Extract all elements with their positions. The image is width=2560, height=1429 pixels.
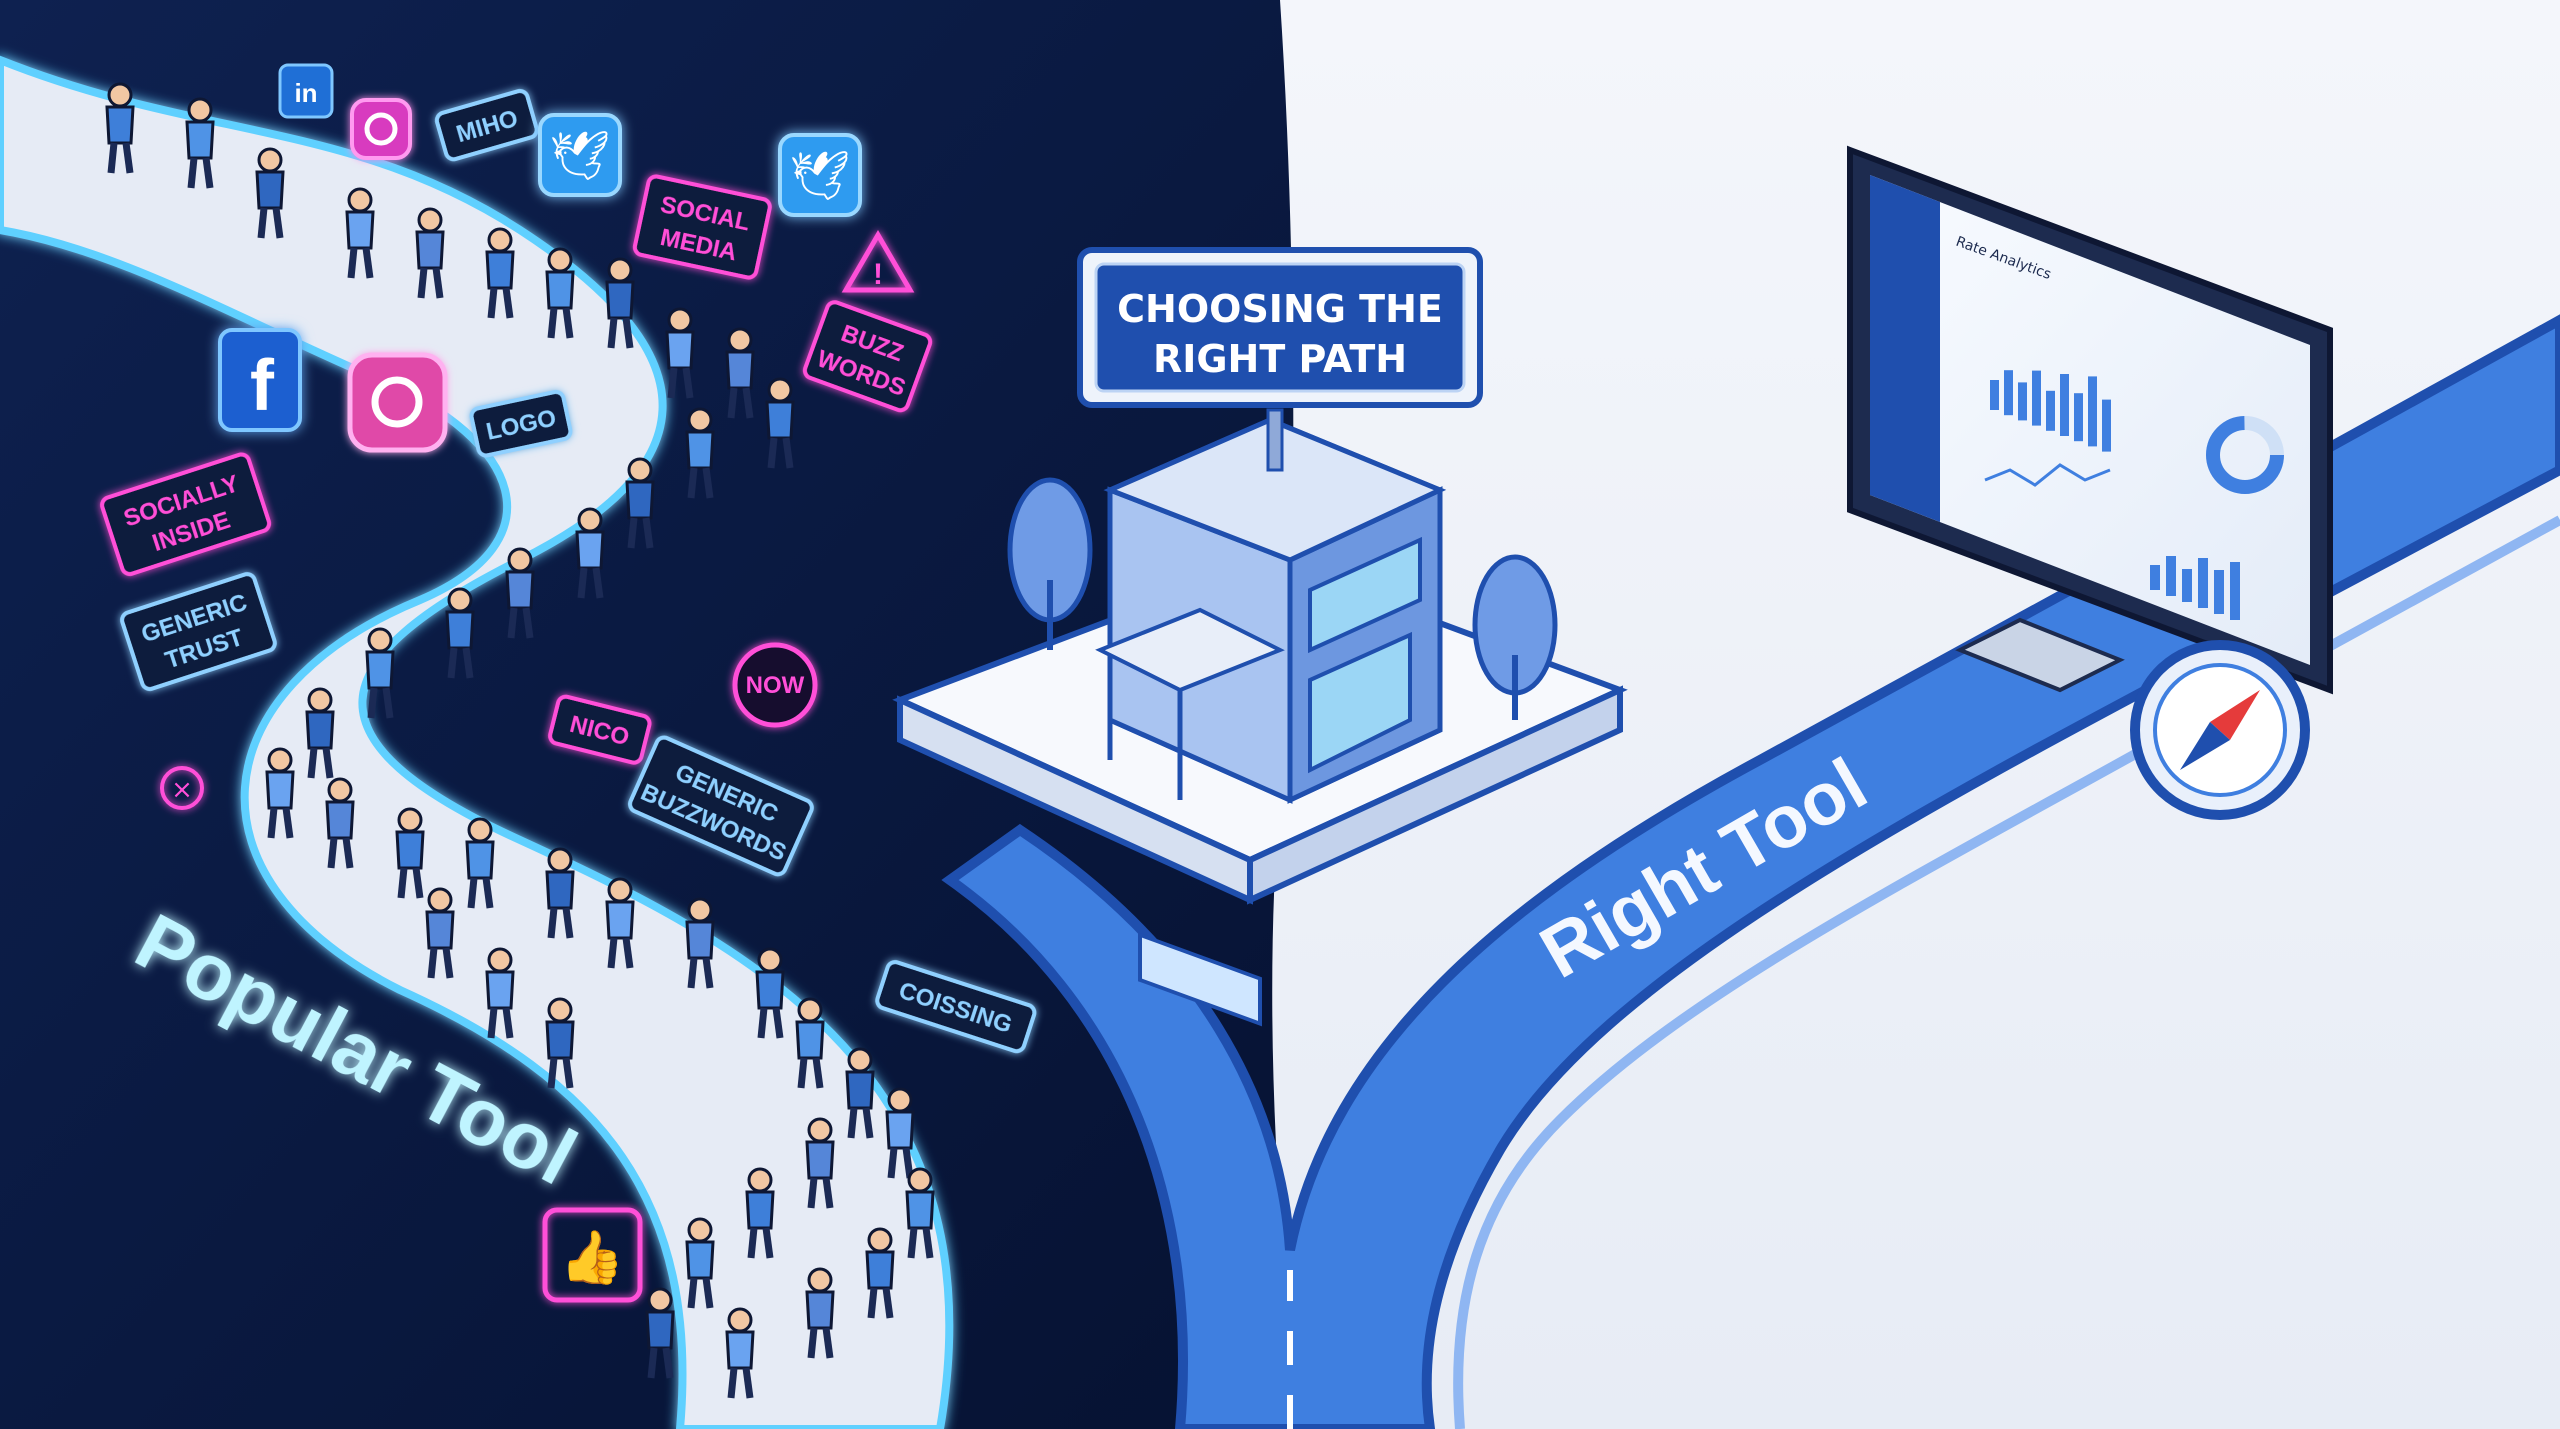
monitor-line-chart	[1984, 463, 2111, 487]
twitter-icon: 🕊	[538, 113, 622, 197]
person	[605, 257, 635, 349]
path-sign: CHOOSING THE RIGHT PATH	[1077, 247, 1483, 408]
compass-icon	[2130, 640, 2310, 820]
monitor-bar	[2214, 570, 2224, 614]
linkedin-icon: in	[278, 63, 334, 119]
monitor-bar	[2102, 399, 2111, 452]
monitor-bar-chart	[1990, 370, 2240, 620]
instagram-icon	[350, 98, 412, 160]
neon-tag: LOGO	[469, 389, 573, 458]
monitor-bar	[2166, 556, 2176, 596]
person	[325, 777, 355, 869]
person	[365, 627, 395, 719]
warning-icon: !	[841, 230, 915, 293]
monitor-bar	[2074, 393, 2083, 442]
person	[485, 227, 515, 319]
analytics-monitor: Rate Analytics	[1847, 145, 2333, 695]
svg-text:in: in	[294, 78, 317, 108]
monitor-bar	[2230, 562, 2240, 620]
instagram-icon-2	[347, 352, 448, 453]
neon-tag-text: NOW	[746, 672, 805, 699]
person	[465, 817, 495, 909]
person	[885, 1087, 915, 1179]
neon-tag: MIHO	[434, 88, 539, 162]
monitor-bar	[2018, 382, 2027, 421]
person	[685, 407, 715, 499]
building-door	[1308, 631, 1412, 774]
svg-text:👍: 👍	[560, 1227, 625, 1288]
neon-tag: NOW	[732, 642, 818, 728]
svg-text:🕊: 🕊	[550, 128, 611, 184]
close-icon: ×	[160, 766, 204, 810]
person	[545, 847, 575, 939]
person	[805, 1267, 835, 1359]
sign-title-line1: CHOOSING THE	[1117, 287, 1443, 331]
person	[905, 1167, 935, 1259]
person	[665, 307, 695, 399]
svg-text:!: !	[873, 258, 883, 291]
person	[745, 1167, 775, 1259]
thumbs-up-icon: 👍	[542, 1207, 643, 1303]
crowd	[105, 82, 935, 1399]
person	[305, 687, 335, 779]
facebook-icon: f	[218, 328, 302, 432]
tree-left	[1007, 477, 1093, 650]
person	[545, 247, 575, 339]
person	[845, 1047, 875, 1139]
svg-text:×: ×	[171, 775, 193, 805]
monitor-bar	[2088, 376, 2097, 447]
monitor-bar	[2046, 390, 2055, 431]
neon-tag: NICO	[548, 694, 652, 765]
person	[425, 887, 455, 979]
person	[105, 82, 135, 174]
person	[545, 997, 575, 1089]
monitor-donut-chart	[2206, 416, 2284, 494]
monitor-bar	[2060, 374, 2069, 436]
person	[685, 1217, 715, 1309]
person	[865, 1227, 895, 1319]
person	[395, 807, 425, 899]
person	[345, 187, 375, 279]
person	[725, 1307, 755, 1399]
building-awning	[1095, 607, 1285, 693]
person	[625, 457, 655, 549]
monitor-bar	[2032, 370, 2041, 426]
person	[415, 207, 445, 299]
person	[255, 147, 285, 239]
person	[685, 897, 715, 989]
monitor-bar	[2198, 558, 2208, 608]
monitor-bar	[2004, 370, 2013, 416]
person	[805, 1117, 835, 1209]
person	[485, 947, 515, 1039]
monitor-sidebar	[1870, 175, 1940, 522]
svg-text:🕊: 🕊	[790, 148, 851, 204]
svg-text:f: f	[250, 346, 275, 426]
twitter-icon-2: 🕊	[778, 133, 862, 217]
person	[725, 327, 755, 419]
person	[755, 947, 785, 1039]
road-highlight	[1453, 515, 2560, 1429]
monitor-bar	[2150, 565, 2160, 590]
building	[1095, 408, 1447, 1027]
person	[445, 587, 475, 679]
person	[265, 747, 295, 839]
building-window	[1138, 932, 1262, 1027]
sign-title-line2: RIGHT PATH	[1153, 337, 1407, 381]
person	[605, 877, 635, 969]
building-window	[1308, 536, 1422, 654]
person	[575, 507, 605, 599]
popular-path	[0, 55, 954, 1429]
person	[505, 547, 535, 639]
monitor-bar	[2182, 569, 2192, 602]
person	[795, 997, 825, 1089]
person	[645, 1287, 675, 1379]
person	[185, 97, 215, 189]
tree-right	[1472, 554, 1558, 720]
monitor-bar	[1990, 380, 1999, 410]
person	[765, 377, 795, 469]
